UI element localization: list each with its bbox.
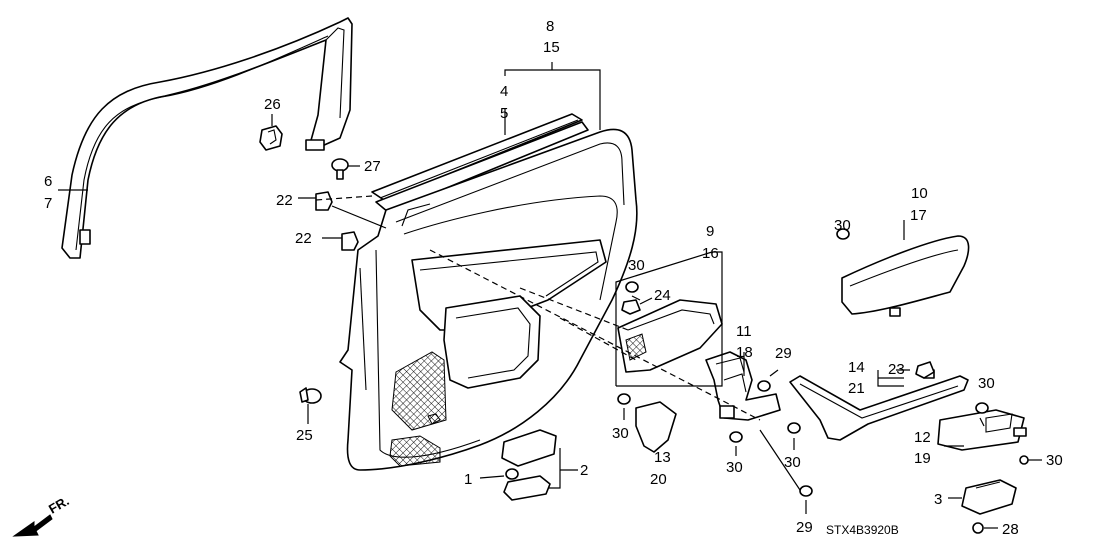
front-arrow-icon bbox=[12, 514, 53, 537]
callout-29-a: 29 bbox=[775, 345, 792, 362]
armrest-pad-part bbox=[841, 235, 970, 317]
front-marker-label: FR. bbox=[46, 493, 72, 516]
callout-11: 11 bbox=[736, 323, 752, 340]
callout-30-b: 30 bbox=[612, 425, 629, 442]
fastener-30-a bbox=[625, 281, 639, 293]
switch-3 bbox=[961, 479, 1017, 515]
fastener-30-f bbox=[975, 402, 989, 414]
callout-20: 20 bbox=[650, 471, 667, 488]
callout-3: 3 bbox=[934, 491, 942, 508]
clip-24 bbox=[621, 299, 641, 315]
callout-23: 23 bbox=[888, 361, 905, 378]
sash-garnish-part bbox=[61, 17, 353, 259]
callout-21: 21 bbox=[848, 380, 865, 397]
fastener-30-d bbox=[787, 422, 801, 434]
callout-30-f: 30 bbox=[978, 375, 995, 392]
callout-15: 15 bbox=[543, 39, 560, 56]
callout-27: 27 bbox=[364, 158, 381, 175]
callout-8: 8 bbox=[546, 18, 554, 35]
callout-2: 2 bbox=[580, 462, 588, 479]
fastener-30-g bbox=[1019, 455, 1029, 465]
diagram-code: STX4B3920B bbox=[826, 523, 899, 537]
switch-panel-part bbox=[937, 409, 1027, 451]
switch-2 bbox=[501, 429, 557, 501]
switch-bracket-part bbox=[705, 351, 781, 421]
callout-24: 24 bbox=[654, 287, 671, 304]
callout-13: 13 bbox=[654, 449, 671, 466]
fastener-29-a bbox=[757, 380, 771, 392]
fastener-29-b bbox=[799, 485, 813, 497]
clip-22-lower bbox=[341, 231, 359, 251]
fastener-25 bbox=[299, 387, 322, 404]
callout-7: 7 bbox=[44, 195, 52, 212]
callout-30-a: 30 bbox=[628, 257, 645, 274]
fastener-30-e bbox=[836, 228, 850, 240]
callout-6: 6 bbox=[44, 173, 52, 190]
callout-30-d: 30 bbox=[784, 454, 801, 471]
callout-29-b: 29 bbox=[796, 519, 813, 536]
callout-30-c: 30 bbox=[726, 459, 743, 476]
clip-26 bbox=[259, 125, 283, 151]
fastener-30-b bbox=[617, 393, 631, 405]
fastener-28 bbox=[972, 522, 984, 534]
callout-30-g: 30 bbox=[1046, 452, 1063, 469]
callout-10: 10 bbox=[911, 185, 928, 202]
callout-30-e: 30 bbox=[834, 217, 851, 234]
bulb-1 bbox=[505, 468, 519, 480]
callout-1: 1 bbox=[464, 471, 472, 488]
door-lining-part bbox=[339, 128, 638, 471]
leader-lines bbox=[58, 62, 1042, 529]
clip-23 bbox=[915, 361, 935, 379]
callout-5: 5 bbox=[500, 105, 508, 122]
callout-12: 12 bbox=[914, 429, 931, 446]
callout-9: 9 bbox=[706, 223, 714, 240]
screw-27 bbox=[331, 158, 349, 180]
pocket-13 bbox=[635, 401, 677, 453]
callout-18: 18 bbox=[736, 344, 753, 361]
callout-26: 26 bbox=[264, 96, 281, 113]
clip-22-upper bbox=[315, 191, 333, 211]
callout-14: 14 bbox=[848, 359, 865, 376]
callout-17: 17 bbox=[910, 207, 927, 224]
callout-28: 28 bbox=[1002, 521, 1019, 538]
weatherstrip-part bbox=[371, 113, 589, 213]
callout-25: 25 bbox=[296, 427, 313, 444]
callout-16: 16 bbox=[702, 245, 719, 262]
fastener-30-c bbox=[729, 431, 743, 443]
armrest-base-part bbox=[617, 299, 723, 373]
callout-22-upper: 22 bbox=[276, 192, 293, 209]
callout-19: 19 bbox=[914, 450, 931, 467]
callout-4: 4 bbox=[500, 83, 508, 100]
callout-22-lower: 22 bbox=[295, 230, 312, 247]
